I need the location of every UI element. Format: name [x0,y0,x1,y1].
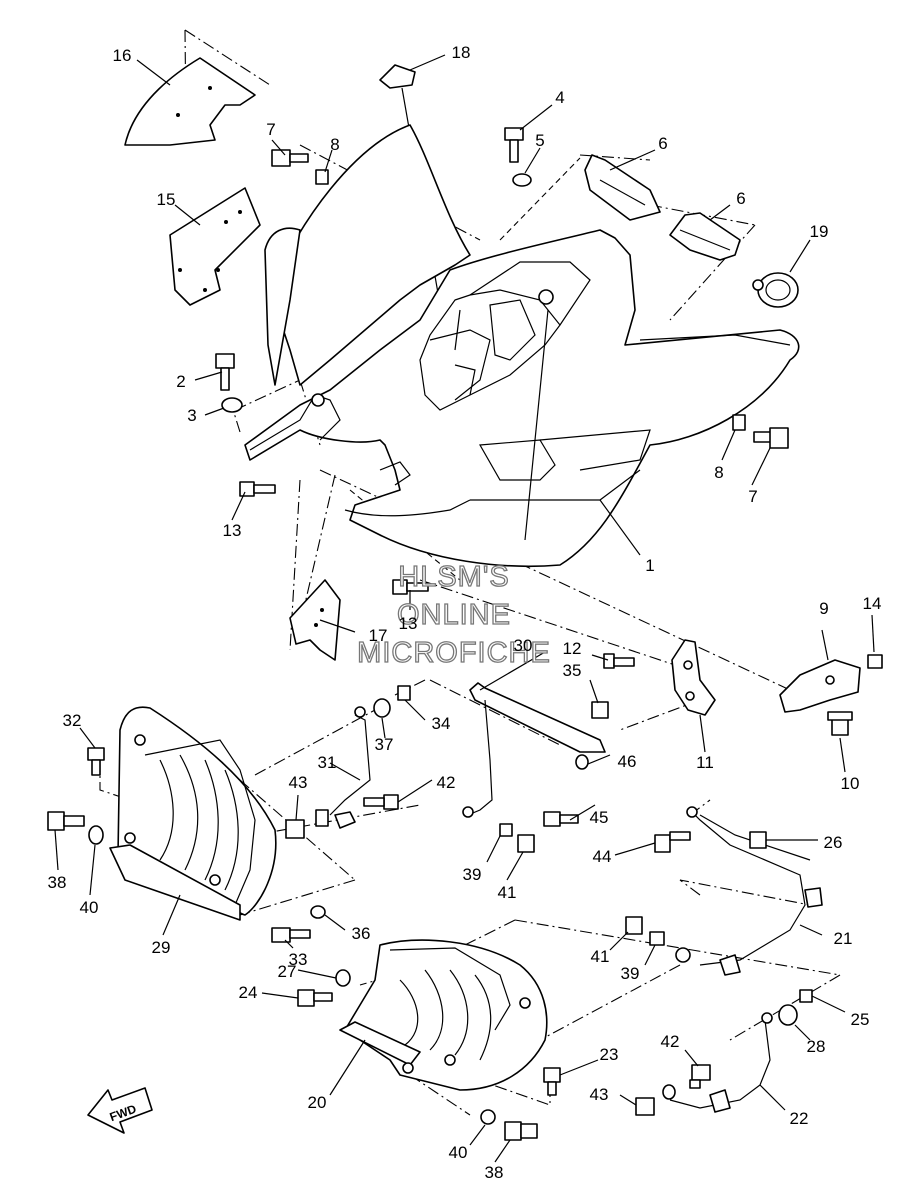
callout: 16 [113,46,132,65]
callout: 42 [661,1032,680,1051]
callout: 34 [432,714,451,733]
callout: 38 [48,873,67,892]
callout: 20 [308,1093,327,1112]
callout: 36 [352,924,371,943]
callout: 17 [369,626,388,645]
callout: 40 [80,898,99,917]
watermark-line-1: HLSM'S [398,561,509,593]
callout: 9 [819,599,828,618]
bracket-part-6-upper [584,154,661,221]
callout: 7 [266,120,275,139]
callout: 1 [645,556,654,575]
watermark-line-3: MICROFICHE [357,637,551,669]
callout: 15 [157,190,176,209]
callout-leaders-lower [54,614,875,1163]
part-16-flap [124,57,256,146]
callout: 40 [449,1143,468,1162]
part-18-grommet [379,64,416,89]
callout: 25 [851,1010,870,1029]
callout: 33 [289,950,308,969]
callout: 39 [621,964,640,983]
callout: 43 [590,1085,609,1104]
callout: 2 [176,372,185,391]
rear-fender-part-1 [244,124,800,568]
callout: 43 [289,773,308,792]
side-guard-part-29 [109,706,277,921]
callout: 4 [555,88,564,107]
callout: 41 [591,947,610,966]
callout-leaders-upper [136,54,811,633]
callout: 23 [600,1045,619,1064]
callout-labels: 16 18 4 5 6 6 19 7 8 15 2 3 8 7 13 1 13 … [48,43,882,1182]
callout: 12 [563,639,582,658]
fwd-arrow-icon: FWD [87,1087,153,1134]
callout: 39 [463,865,482,884]
callout: 5 [535,131,544,150]
callout: 26 [824,833,843,852]
callout: 30 [514,636,533,655]
callout: 8 [330,135,339,154]
callout: 44 [593,847,612,866]
fasteners-upper [215,127,789,595]
callout: 10 [841,774,860,793]
callout: 46 [618,752,637,771]
callout: 28 [807,1037,826,1056]
callout: 6 [736,189,745,208]
part-16-hole [176,113,180,117]
callout: 19 [810,222,829,241]
part-16-hole [208,86,212,90]
callout: 3 [187,406,196,425]
callout: 11 [696,753,714,772]
side-guard-part-20 [339,939,548,1091]
callout: 6 [658,134,667,153]
callout: 21 [834,929,853,948]
callout: 35 [563,661,582,680]
watermark-line-2: ONLINE [397,599,511,631]
callout: 37 [375,735,394,754]
part-17-label [289,579,341,661]
stays [329,639,861,1113]
callout: 41 [498,883,517,902]
callout: 14 [863,594,882,613]
callout: 24 [239,983,258,1002]
callout: 13 [399,614,418,633]
callout: 22 [790,1109,809,1128]
callout: 8 [714,463,723,482]
callout: 13 [223,521,242,540]
callout: 7 [748,487,757,506]
callout: 42 [437,773,456,792]
callout: 27 [278,962,297,981]
part-19-clamp [752,272,799,308]
callout: 45 [590,808,609,827]
watermark: HLSM'S ONLINE MICROFICHE [357,560,551,669]
callout: 32 [63,711,82,730]
callout: 18 [452,43,471,62]
callout: 31 [318,753,337,772]
bracket-part-6-lower [669,212,741,261]
callout: 29 [152,938,171,957]
callout: 38 [485,1163,504,1182]
fasteners-lower [47,653,883,1141]
part-15-label [169,187,261,306]
